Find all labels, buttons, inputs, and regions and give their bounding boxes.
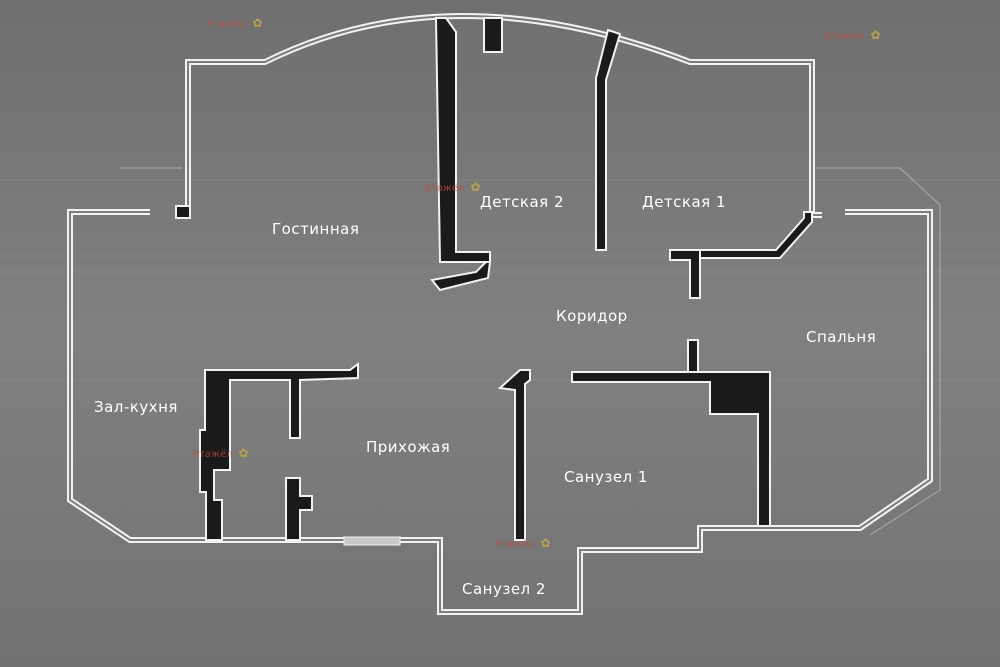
room-label-living: Гостинная bbox=[272, 220, 360, 238]
interior-walls bbox=[175, 17, 813, 541]
sun-logo-icon: ✿ bbox=[540, 536, 551, 550]
room-label-kids1: Детская 1 bbox=[642, 193, 727, 211]
room-label-bathroom1: Санузел 1 bbox=[564, 468, 648, 486]
sun-logo-icon: ✿ bbox=[238, 446, 249, 460]
sun-logo-icon: ✿ bbox=[470, 180, 481, 194]
watermark: Этажёл ✿ bbox=[206, 16, 263, 30]
watermark: Этажёл ✿ bbox=[824, 28, 881, 42]
outer-walls-inner bbox=[69, 15, 931, 613]
sun-logo-icon: ✿ bbox=[252, 16, 263, 30]
watermark-text: Этажёл bbox=[824, 31, 865, 42]
outer-contour bbox=[120, 167, 941, 536]
room-label-hallway: Прихожая bbox=[366, 438, 451, 456]
watermark-text: Этажёл bbox=[424, 183, 465, 194]
watermark: Этажёл ✿ bbox=[424, 180, 481, 194]
room-label-corridor: Коридор bbox=[556, 307, 628, 325]
watermark: Этажёл ✿ bbox=[494, 536, 551, 550]
watermark-text: Этажёл bbox=[192, 449, 233, 460]
room-label-kids2: Детская 2 bbox=[480, 193, 565, 211]
watermark-text: Этажёл bbox=[494, 539, 535, 550]
sun-logo-icon: ✿ bbox=[870, 28, 881, 42]
watermark-text: Этажёл bbox=[206, 19, 247, 30]
room-label-bedroom: Спальня bbox=[806, 328, 877, 346]
watermark: Этажёл ✿ bbox=[192, 446, 249, 460]
room-label-bathroom2: Санузел 2 bbox=[462, 580, 546, 598]
window-segment bbox=[343, 536, 401, 546]
room-label-hall-kitchen: Зал-кухня bbox=[94, 398, 178, 416]
scan-lines bbox=[0, 179, 1000, 381]
